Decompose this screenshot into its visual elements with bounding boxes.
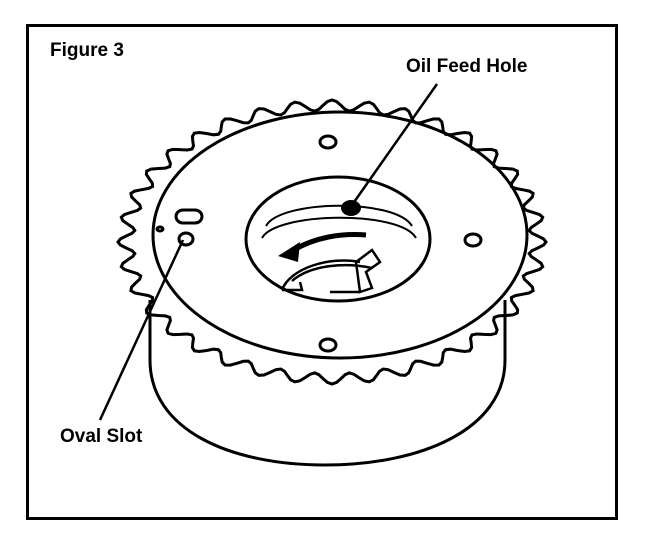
oval-slot-leader-line [98, 239, 185, 421]
hub-lock-tab [354, 248, 382, 294]
oil-feed-leader-line [350, 83, 439, 206]
bore-inner-rim [265, 204, 413, 227]
small-pin-hole [155, 225, 165, 233]
sprocket-drum-body [148, 300, 507, 467]
sprocket-face-ring [151, 110, 529, 360]
oil-feed-hole [341, 200, 361, 216]
bore-inner-rim-2 [261, 216, 417, 239]
bolt-hole-bottom [318, 337, 338, 353]
oval-slot-hole [177, 231, 195, 247]
bolt-hole-top [318, 134, 338, 150]
oil-feed-hole-label: Oil Feed Hole [406, 56, 528, 77]
sprocket-tooth-rim [116, 98, 548, 386]
hub-lock-tab-base [282, 281, 360, 294]
bolt-hole-right [463, 232, 483, 248]
oval-slot-shape [174, 208, 204, 225]
rotation-arrow-head [278, 242, 300, 262]
rotation-arrow-line [290, 232, 367, 254]
figure-title: Figure 3 [50, 40, 124, 61]
hub-inner-detail [280, 259, 373, 291]
oval-slot-label: Oval Slot [60, 426, 143, 447]
center-bore [244, 175, 432, 303]
